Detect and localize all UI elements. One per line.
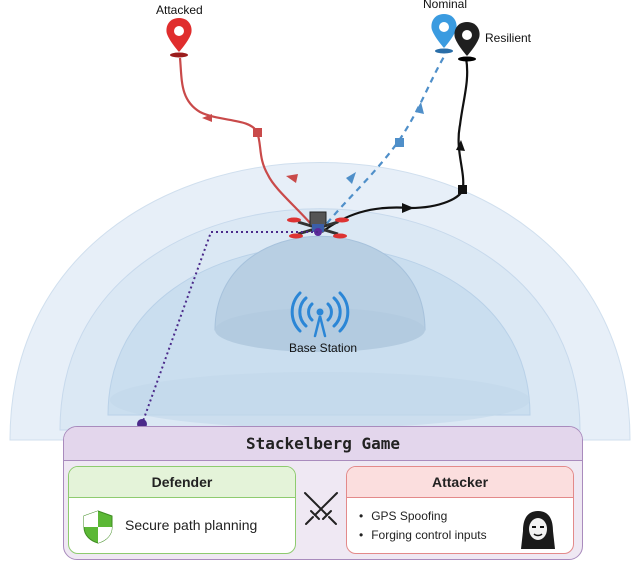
nominal-waypoint <box>395 138 404 147</box>
hacker-icon <box>521 511 555 549</box>
base-dome-rim <box>215 308 425 352</box>
nominal-marker-icon <box>431 14 457 54</box>
stackelberg-panel: Stackelberg Game Defender Secure path pl… <box>63 426 583 560</box>
resilient-label: Resilient <box>485 31 532 45</box>
nominal-path <box>319 54 446 233</box>
attacker-item: Forging control inputs <box>359 526 486 545</box>
base-station-label: Base Station <box>289 341 358 355</box>
attacker-box: Attacker GPS Spoofing Forging control in… <box>346 466 574 554</box>
nominal-label: Nominal <box>423 0 468 11</box>
panel-title: Stackelberg Game <box>64 427 582 461</box>
defender-box: Defender Secure path planning <box>68 466 296 554</box>
attacker-item: GPS Spoofing <box>359 507 487 526</box>
nominal-arrow-1 <box>346 172 356 184</box>
resilient-waypoint <box>458 185 467 194</box>
attacked-arrow-2 <box>202 114 212 122</box>
attacked-arrow-1 <box>286 174 298 183</box>
resilient-arrow-2 <box>456 140 465 151</box>
resilient-marker-icon <box>454 22 480 62</box>
defender-title: Defender <box>69 467 295 498</box>
attacked-marker-icon <box>166 18 192 58</box>
nominal-arrow-2 <box>415 102 424 114</box>
connector-line <box>141 231 318 425</box>
attacker-list: GPS Spoofing Forging control inputs <box>359 507 487 545</box>
base-dome <box>214 235 426 331</box>
base-station-icon <box>290 291 350 338</box>
drone-icon <box>287 211 349 239</box>
attacked-label: Attacked <box>156 3 203 17</box>
crossed-swords-icon <box>304 492 338 525</box>
defender-item: Secure path planning <box>125 517 258 533</box>
shield-icon <box>83 510 113 544</box>
attacked-waypoint <box>253 128 262 137</box>
attacker-title: Attacker <box>347 467 573 498</box>
resilient-arrow-1 <box>402 203 414 213</box>
ground-ring <box>110 372 530 428</box>
